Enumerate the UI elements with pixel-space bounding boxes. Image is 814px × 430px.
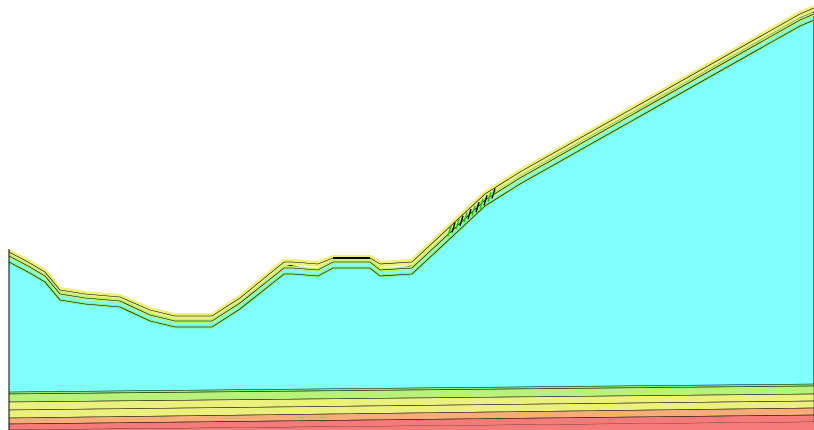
- slope-crack-zone: [447, 188, 496, 237]
- crack-mark: [451, 222, 456, 233]
- surface-band-yellow-outline: [8, 7, 814, 317]
- crack-mark: [455, 218, 460, 230]
- bottom-soil-layers: [8, 383, 814, 430]
- crack-mark: [475, 201, 480, 213]
- crack-mark: [491, 188, 496, 199]
- crack-mark: [467, 208, 472, 220]
- surface-band-green-outline: [8, 19, 814, 328]
- crack-mark: [483, 195, 488, 206]
- crack-mark: [447, 225, 452, 237]
- crack-mark: [471, 205, 476, 216]
- crack-mark: [487, 191, 492, 203]
- soil-layer-base: [9, 422, 814, 430]
- crack-mark: [463, 212, 468, 223]
- crack-mark: [479, 198, 484, 210]
- surface-band-lime-outline: [8, 13, 814, 322]
- crack-mark: [459, 215, 464, 227]
